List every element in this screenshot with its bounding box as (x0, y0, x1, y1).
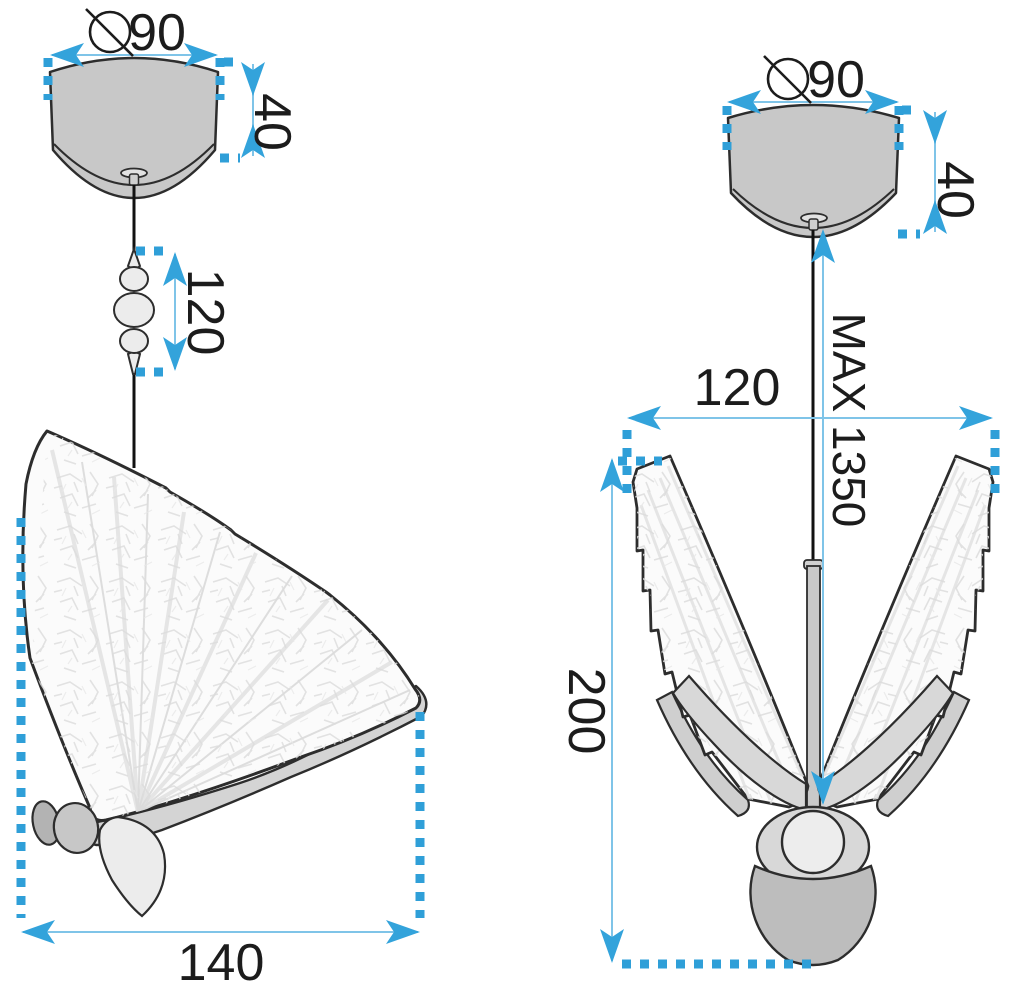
right-wingspan-value: 120 (694, 359, 781, 417)
right-body-abdomen (749, 864, 877, 967)
left-body-petal (98, 815, 167, 918)
diameter-icon (85, 8, 134, 57)
left-shade-texture (22, 431, 420, 821)
left-dim-suspension: 120 (136, 246, 234, 377)
right-canopy-height-value: 40 (926, 161, 984, 219)
right-dim-shade-height: 200 (557, 456, 812, 969)
right-shade-height-value: 200 (557, 668, 615, 755)
right-body-head (780, 809, 846, 875)
right-dim-canopy-height: 40 (898, 105, 984, 239)
right-canopy (726, 103, 901, 239)
right-canopy-diameter-value: 90 (807, 51, 865, 109)
left-dim-shade-width: 140 (16, 518, 425, 992)
left-dim-canopy-diameter: 90 (43, 4, 225, 100)
left-canopy-diameter-value: 90 (128, 4, 186, 62)
right-dim-wingspan: 120 (622, 359, 1000, 502)
left-dim-canopy-height: 40 (220, 57, 301, 163)
right-max-length-value: MAX 1350 (823, 313, 875, 528)
left-view: 90 40 120 140 (16, 4, 428, 992)
left-canopy-height-value: 40 (243, 93, 301, 151)
left-shade-width-value: 140 (178, 934, 265, 992)
right-dim-canopy-diameter: 90 (722, 51, 904, 150)
left-canopy (48, 56, 220, 200)
right-dim-max-length: MAX 1350 (811, 229, 875, 805)
right-view: 90 40 MAX 1350 120 (557, 51, 1000, 969)
left-suspension-length-value: 120 (176, 269, 234, 356)
diameter-icon (763, 55, 812, 104)
left-body (31, 800, 167, 918)
left-suspension-beads (113, 245, 155, 375)
